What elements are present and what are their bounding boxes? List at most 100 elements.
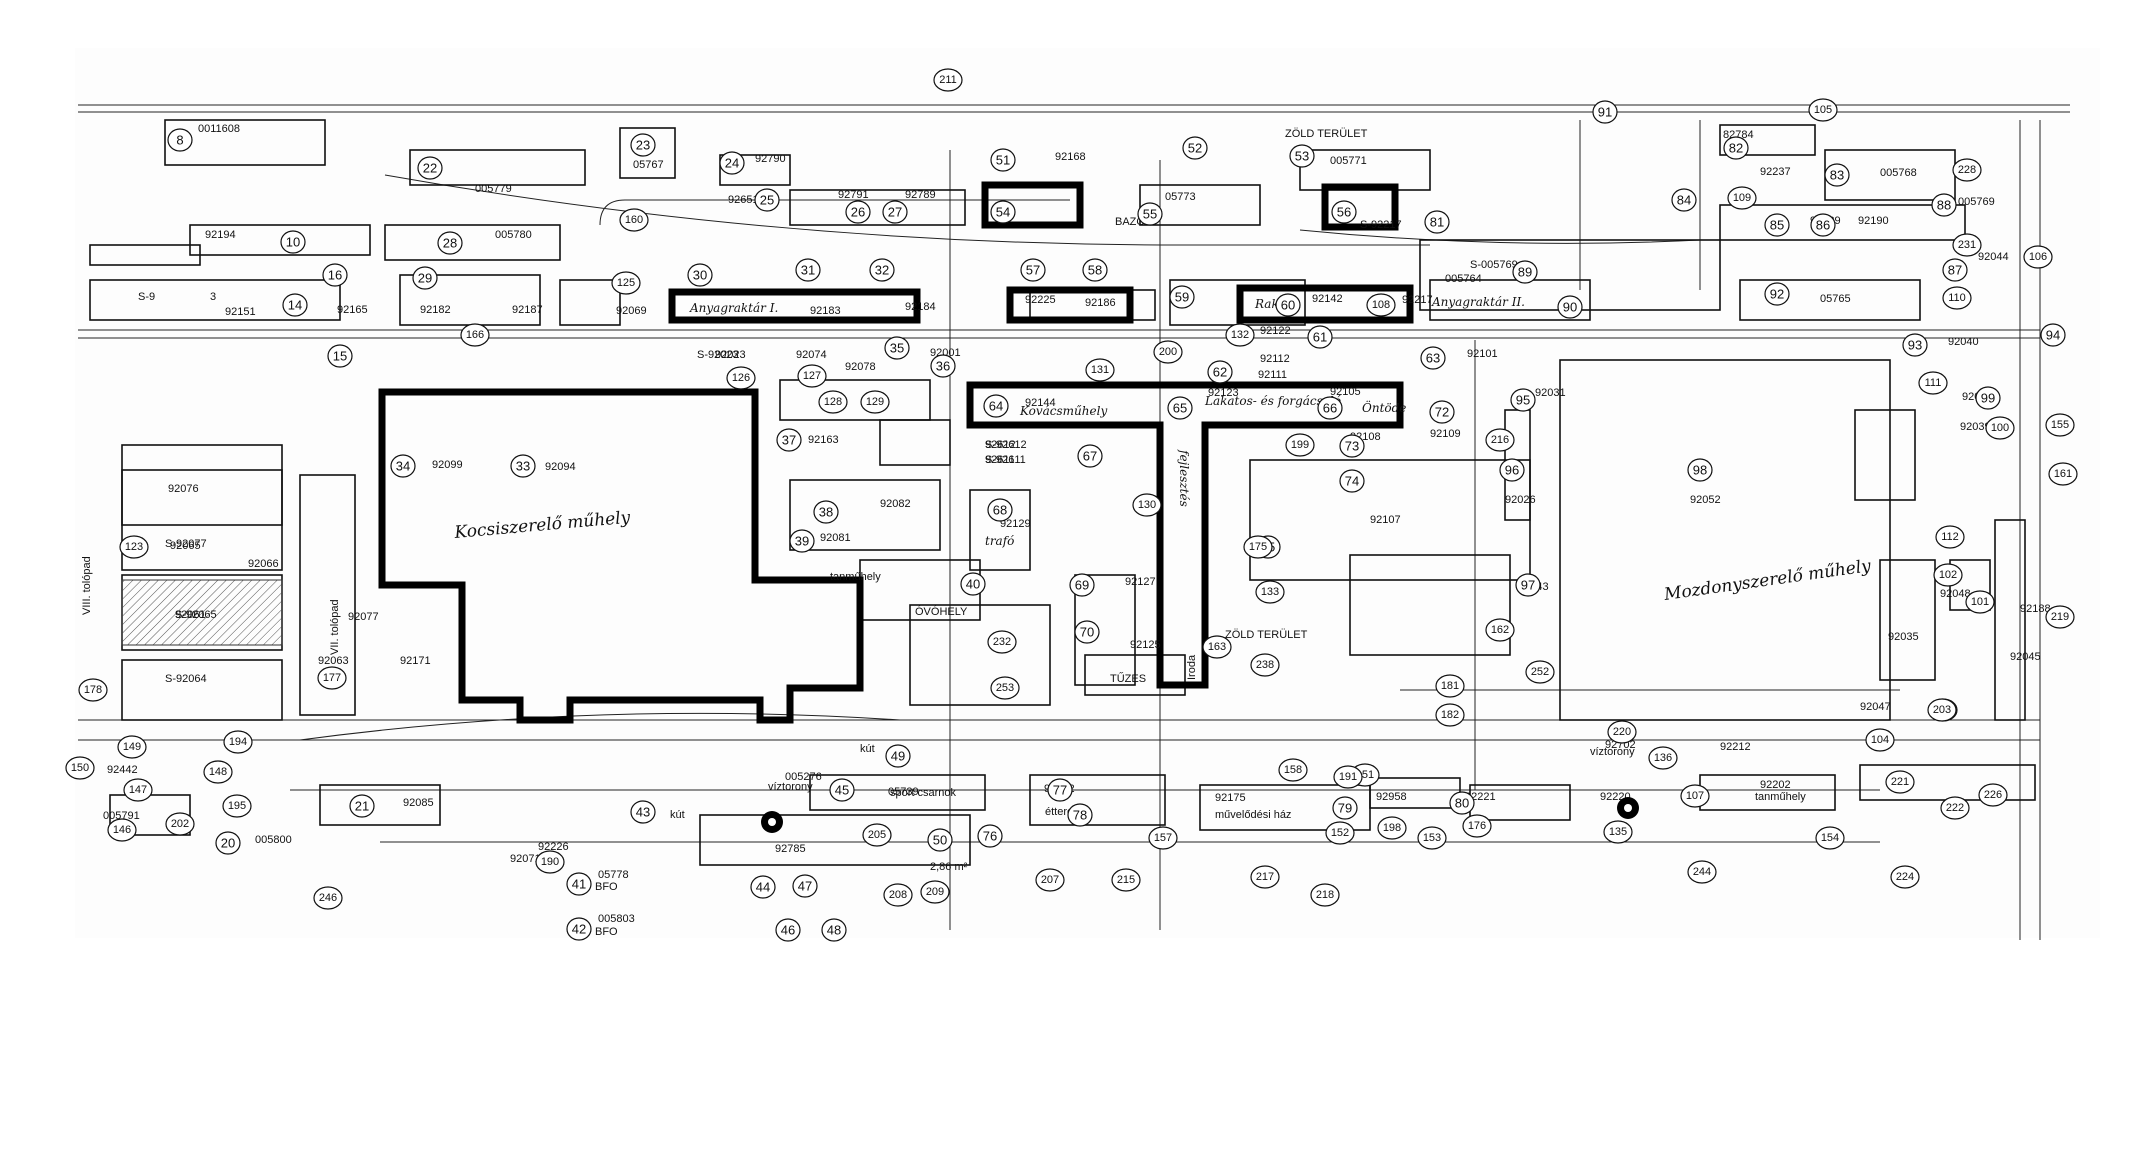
building-code-24: 92790 bbox=[755, 153, 786, 165]
svg-text:152: 152 bbox=[1331, 827, 1349, 839]
svg-text:61: 61 bbox=[1313, 330, 1327, 345]
building-number-99: 99 bbox=[1975, 386, 2001, 410]
plain-label: 92186 bbox=[1085, 297, 1116, 309]
building-number-85: 85 bbox=[1764, 213, 1790, 237]
svg-text:216: 216 bbox=[1491, 434, 1509, 446]
building-number-98: 98 bbox=[1687, 458, 1713, 482]
svg-text:50: 50 bbox=[933, 833, 947, 848]
building-code-21: 92085 bbox=[403, 797, 434, 809]
svg-text:178: 178 bbox=[84, 684, 102, 696]
svg-text:175: 175 bbox=[1249, 541, 1267, 553]
svg-text:33: 33 bbox=[516, 459, 530, 474]
building-number-60: 60 bbox=[1275, 293, 1301, 317]
svg-text:41: 41 bbox=[572, 877, 586, 892]
building-number-207: 207 bbox=[1035, 868, 1065, 892]
plain-label: 92122 bbox=[1260, 325, 1291, 337]
plain-label: 92183 bbox=[810, 305, 841, 317]
plain-label: 92074 bbox=[796, 349, 827, 361]
svg-text:231: 231 bbox=[1958, 239, 1976, 251]
building-number-14: 14 bbox=[282, 293, 308, 317]
building-number-42: 42 bbox=[566, 917, 592, 941]
building-number-253: 253 bbox=[990, 676, 1020, 700]
plain-label: 92065 bbox=[170, 540, 201, 552]
svg-text:191: 191 bbox=[1339, 771, 1357, 783]
svg-text:20: 20 bbox=[221, 836, 235, 851]
plain-label: 92612 bbox=[985, 439, 1016, 451]
label-tuzes: TŰZES bbox=[1110, 671, 1146, 685]
building-number-76: 76 bbox=[977, 824, 1003, 848]
svg-text:125: 125 bbox=[617, 277, 635, 289]
svg-text:28: 28 bbox=[443, 236, 457, 251]
building-number-94: 94 bbox=[2040, 323, 2066, 347]
building-number-35: 35 bbox=[884, 336, 910, 360]
building-number-226: 226 bbox=[1978, 783, 2008, 807]
building-number-105: 105 bbox=[1808, 98, 1838, 122]
plain-label: 92077 bbox=[348, 611, 379, 623]
building-code-86: 92190 bbox=[1858, 215, 1889, 227]
svg-text:40: 40 bbox=[966, 577, 980, 592]
plain-label: 92184 bbox=[905, 301, 936, 313]
building-code-102: 92048 bbox=[1940, 588, 1971, 600]
svg-text:56: 56 bbox=[1337, 205, 1351, 220]
svg-text:224: 224 bbox=[1896, 871, 1914, 883]
building-number-65: 65 bbox=[1167, 396, 1193, 420]
building-number-49: 49 bbox=[885, 744, 911, 768]
svg-text:182: 182 bbox=[1441, 709, 1459, 721]
svg-text:131: 131 bbox=[1091, 364, 1109, 376]
svg-text:69: 69 bbox=[1075, 578, 1089, 593]
plain-label: 92109 bbox=[1430, 428, 1461, 440]
building-code-39: 92081 bbox=[820, 532, 851, 544]
svg-text:94: 94 bbox=[2046, 328, 2060, 343]
building-number-39: 39 bbox=[789, 529, 815, 553]
svg-text:244: 244 bbox=[1693, 866, 1711, 878]
svg-text:35: 35 bbox=[890, 341, 904, 356]
svg-text:76: 76 bbox=[983, 829, 997, 844]
building-number-46: 46 bbox=[775, 918, 801, 942]
svg-text:252: 252 bbox=[1531, 666, 1549, 678]
building-number-101: 101 bbox=[1965, 590, 1995, 614]
building-number-106: 106 bbox=[2023, 245, 2053, 269]
building-number-147: 147 bbox=[123, 778, 153, 802]
building-number-59: 59 bbox=[1169, 285, 1195, 309]
building-number-211: 211 bbox=[933, 68, 963, 92]
building-number-29: 29 bbox=[412, 266, 438, 290]
svg-text:208: 208 bbox=[889, 889, 907, 901]
building-number-86: 86 bbox=[1810, 213, 1836, 237]
svg-text:176: 176 bbox=[1468, 820, 1486, 832]
svg-text:129: 129 bbox=[866, 396, 884, 408]
svg-text:150: 150 bbox=[71, 762, 89, 774]
building-number-177: 177 bbox=[317, 666, 347, 690]
label-kut: kút bbox=[860, 743, 875, 755]
building-number-24: 24 bbox=[719, 151, 745, 175]
svg-text:106: 106 bbox=[2029, 251, 2047, 263]
building-code-98: 92052 bbox=[1690, 494, 1721, 506]
building-number-92: 92 bbox=[1764, 282, 1790, 306]
building-number-125: 125 bbox=[611, 271, 641, 295]
svg-text:91: 91 bbox=[1598, 105, 1612, 120]
building-number-127: 127 bbox=[797, 364, 827, 388]
svg-text:253: 253 bbox=[996, 682, 1014, 694]
svg-text:108: 108 bbox=[1372, 299, 1390, 311]
svg-text:84: 84 bbox=[1677, 193, 1691, 208]
building-number-162: 162 bbox=[1485, 618, 1515, 642]
plain-label: 005803 bbox=[598, 913, 635, 925]
building-number-63: 63 bbox=[1420, 346, 1446, 370]
svg-text:246: 246 bbox=[319, 892, 337, 904]
svg-text:80: 80 bbox=[1455, 796, 1469, 811]
building-number-27: 27 bbox=[882, 200, 908, 224]
building-number-91: 91 bbox=[1592, 100, 1618, 124]
svg-text:67: 67 bbox=[1083, 449, 1097, 464]
svg-text:153: 153 bbox=[1423, 832, 1441, 844]
building-number-62: 62 bbox=[1207, 360, 1233, 384]
building-number-32: 32 bbox=[869, 258, 895, 282]
svg-text:163: 163 bbox=[1208, 641, 1226, 653]
building-number-95: 95 bbox=[1510, 388, 1536, 412]
svg-text:112: 112 bbox=[1941, 531, 1959, 543]
plain-label: 92023 bbox=[715, 349, 746, 361]
building-number-176: 176 bbox=[1462, 814, 1492, 838]
building-number-88: 88 bbox=[1931, 193, 1957, 217]
svg-text:220: 220 bbox=[1613, 726, 1631, 738]
building-number-80: 80 bbox=[1449, 791, 1475, 815]
svg-text:205: 205 bbox=[868, 829, 886, 841]
building-number-218: 218 bbox=[1310, 883, 1340, 907]
